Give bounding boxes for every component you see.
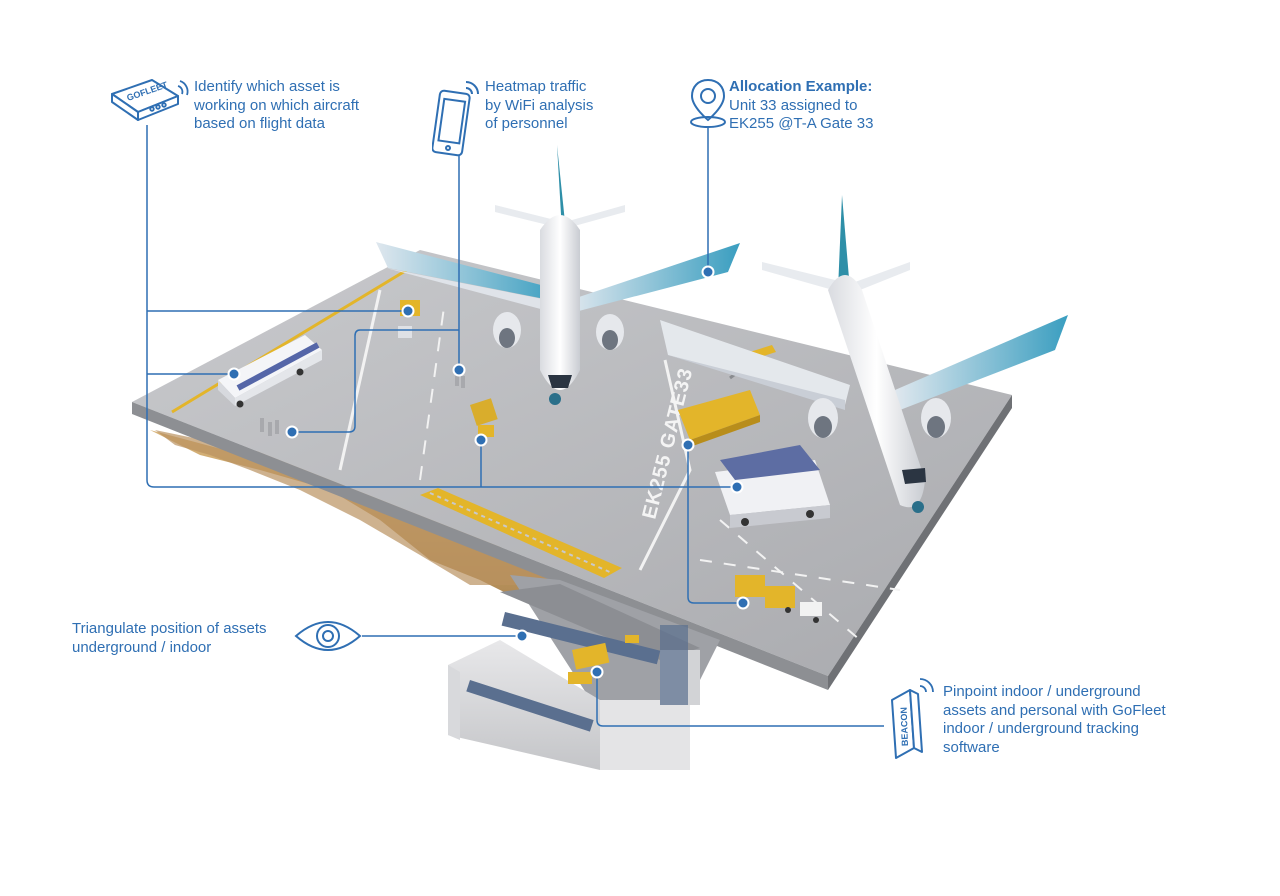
- callout-line: by WiFi analysis: [485, 96, 594, 114]
- callout-line: of personnel: [485, 115, 568, 132]
- callout-line: indoor / underground tracking: [943, 720, 1139, 737]
- callout-line: based on flight data: [194, 115, 325, 132]
- callout-pinpoint: Pinpoint indoor / underground assets and…: [943, 683, 1166, 757]
- soil-layer: [150, 430, 560, 600]
- callout-line: Identify which asset is: [194, 78, 340, 95]
- personnel-figures: [260, 372, 465, 436]
- beacon-label-text: BEACON: [899, 707, 910, 746]
- callout-flight-data: Identify which asset is working on which…: [194, 78, 359, 134]
- callout-line: software: [943, 738, 1000, 756]
- callout-heading: Allocation Example:: [729, 78, 873, 95]
- callout-line: Triangulate position of assets: [72, 620, 267, 637]
- callout-allocation: Allocation Example: Unit 33 assigned to …: [729, 78, 873, 134]
- callout-line: underground / indoor: [72, 638, 212, 656]
- smartphone-wifi-icon: [432, 81, 479, 157]
- gofleet-tracker-icon: GOFLEET: [111, 79, 189, 121]
- callout-line: Unit 33 assigned to: [729, 96, 858, 114]
- beacon-icon: BEACON: [891, 678, 934, 759]
- callout-line: EK255 @T-A Gate 33: [729, 115, 874, 132]
- location-pin-icon: [690, 78, 726, 128]
- callout-connectors: [146, 125, 884, 727]
- callout-line: working on which aircraft: [194, 96, 360, 114]
- aircraft-1: [376, 145, 740, 405]
- callout-line: assets and personal with GoFleet: [943, 701, 1166, 719]
- aircraft-2: [660, 195, 1068, 513]
- airport-bus: [218, 335, 322, 408]
- stairs-truck: [715, 445, 830, 528]
- callout-dots: [227, 265, 750, 679]
- callout-line: Heatmap traffic: [485, 78, 587, 95]
- ground-vehicles: [398, 300, 822, 623]
- callout-triangulate: Triangulate position of assets undergrou…: [72, 620, 267, 657]
- underground-tunnel: [448, 575, 720, 770]
- callout-heatmap: Heatmap traffic by WiFi analysis of pers…: [485, 78, 593, 134]
- eye-icon: [294, 621, 362, 651]
- callout-line: Pinpoint indoor / underground: [943, 683, 1141, 700]
